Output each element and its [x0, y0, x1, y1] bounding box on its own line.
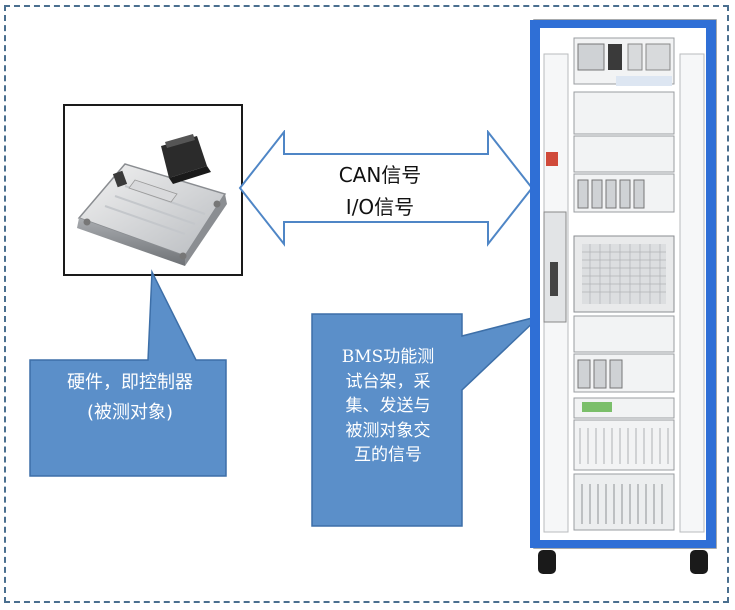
callout-right-line-1: BMS功能测: [341, 347, 435, 367]
callout-right-line-2: 试台架，采: [345, 371, 431, 392]
callout-left-line-2: (被测对象): [86, 402, 174, 423]
callout-right-shape: [311, 313, 543, 527]
ecu-icon: [77, 134, 227, 266]
io-signal-label: I/O信号: [345, 195, 415, 219]
callout-right-line-3: 集、发送与: [345, 396, 431, 416]
callout-right-line-4: 被测对象交: [345, 420, 431, 441]
callout-right-text: BMS功能测 试台架，采 集、发送与 被测对象交 互的信号: [314, 345, 462, 468]
callout-left-text: 硬件，即控制器 (被测对象): [38, 368, 222, 428]
callout-left-line-1: 硬件，即控制器: [67, 372, 193, 393]
callout-right-line-5: 互的信号: [354, 445, 422, 465]
can-signal-label: CAN信号: [338, 163, 422, 187]
bms-test-rack-image: [530, 19, 717, 574]
dashed-frame: [4, 5, 729, 603]
callout-left-shape: [29, 269, 227, 477]
